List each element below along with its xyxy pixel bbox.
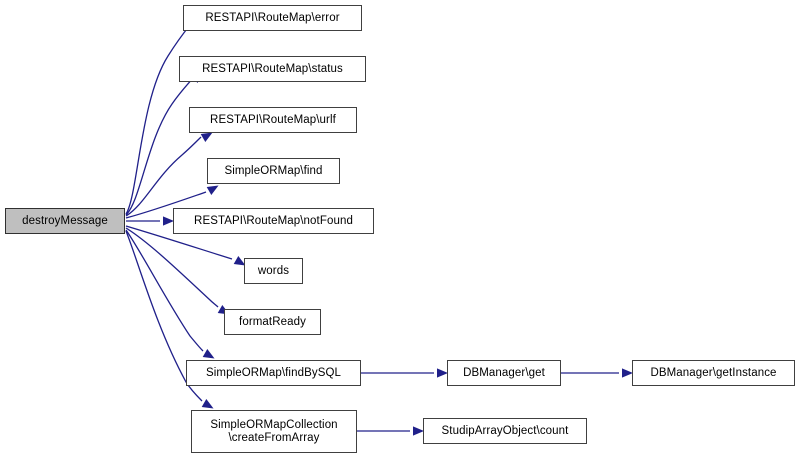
edge-arrowhead [200, 132, 213, 142]
graph-node-words[interactable]: words [244, 258, 303, 284]
graph-node-label: RESTAPI\RouteMap\notFound [194, 214, 353, 227]
graph-node-label: words [257, 264, 290, 277]
graph-edge-destroyMessage-to-formatReady [125, 227, 230, 315]
graph-node-findBySQL[interactable]: SimpleORMap\findBySQL [186, 360, 361, 386]
graph-node-label: RESTAPI\RouteMap\urlf [210, 113, 336, 126]
graph-node-label: formatReady [239, 315, 306, 328]
graph-node-notFound[interactable]: RESTAPI\RouteMap\notFound [173, 208, 374, 234]
graph-node-label: destroyMessage [22, 214, 108, 227]
graph-edge-destroyMessage-to-notFound [126, 216, 174, 226]
edge-arrowhead [201, 399, 214, 409]
graph-edge-destroyMessage-to-findBySQL [125, 229, 215, 359]
graph-node-dbmGet[interactable]: DBManager\get [447, 360, 561, 386]
edge-arrowhead [202, 349, 215, 359]
graph-node-formatReady[interactable]: formatReady [224, 309, 321, 335]
graph-node-label: DBManager\get [463, 366, 545, 379]
graph-node-label: DBManager\getInstance [650, 366, 777, 379]
graph-node-label: RESTAPI\RouteMap\status [202, 62, 343, 75]
graph-node-find[interactable]: SimpleORMap\find [207, 158, 340, 184]
graph-node-label: RESTAPI\RouteMap\error [205, 11, 340, 24]
graph-node-label: SimpleORMap\find [224, 164, 323, 177]
graph-node-urlf[interactable]: RESTAPI\RouteMap\urlf [189, 107, 357, 133]
graph-node-label: SimpleORMap\findBySQL [205, 366, 342, 379]
graph-node-count[interactable]: StudipArrayObject\count [423, 418, 587, 444]
graph-node-label: SimpleORMapCollection \createFromArray [210, 418, 338, 444]
graph-node-destroyMessage[interactable]: destroyMessage [5, 208, 125, 234]
edge-arrowhead [206, 185, 219, 195]
graph-edge-findBySQL-to-dbmGet [361, 368, 448, 378]
graph-node-label: StudipArrayObject\count [441, 424, 569, 437]
graph-edge-dbmGet-to-dbmGetInstance [561, 368, 633, 378]
graph-node-dbmGetInstance[interactable]: DBManager\getInstance [632, 360, 795, 386]
graph-edge-destroyMessage-to-urlf [125, 132, 213, 217]
graph-node-createFromArray[interactable]: SimpleORMapCollection \createFromArray [191, 410, 357, 453]
graph-edge-destroyMessage-to-status [125, 73, 205, 216]
graph-edge-createFromArray-to-count [357, 426, 424, 436]
graph-node-status[interactable]: RESTAPI\RouteMap\status [179, 56, 366, 82]
graph-node-error[interactable]: RESTAPI\RouteMap\error [183, 5, 362, 31]
